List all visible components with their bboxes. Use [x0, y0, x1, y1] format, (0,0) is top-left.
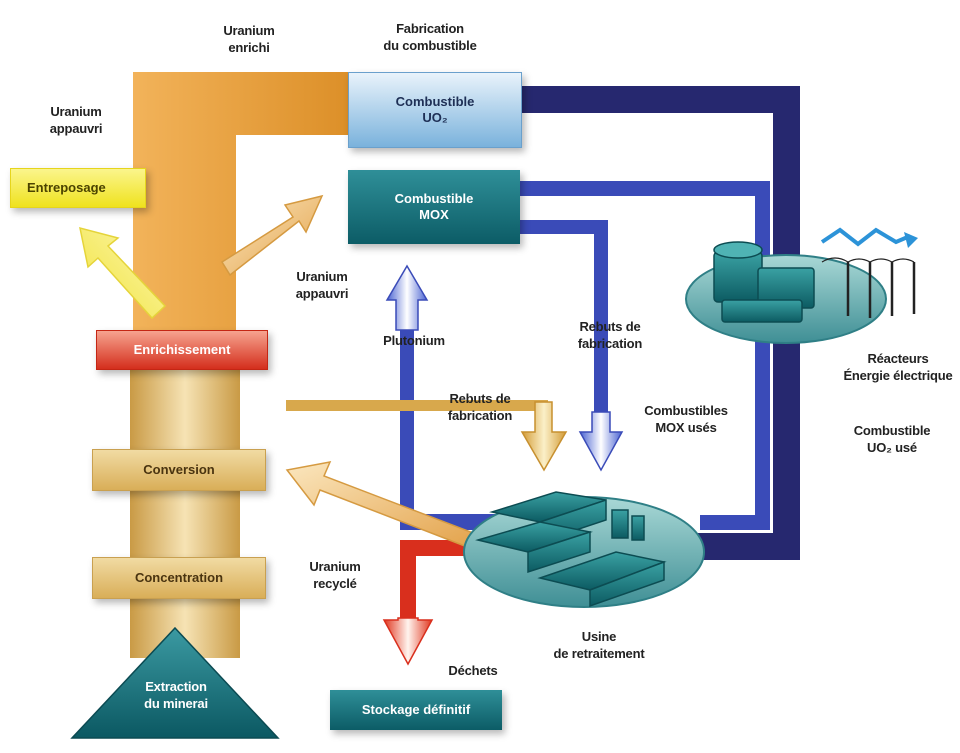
process-shaft	[130, 368, 240, 658]
mine-triangle	[70, 626, 280, 739]
box-stockage-definitif: Stockage définitif	[330, 690, 502, 730]
plutonium-arrow	[385, 264, 429, 331]
label-plutonium: Plutonium	[383, 333, 445, 348]
reactor-building-3	[721, 299, 803, 323]
electricity-icon	[820, 227, 911, 247]
electricity-arrowhead	[904, 232, 918, 248]
label-uranium-enrichi: Uranium enrichi	[223, 23, 275, 55]
label-combustibles-mox-uses: Combustibles MOX usés	[644, 403, 728, 435]
enriched-uranium-flow	[133, 72, 350, 335]
waste-flow	[400, 540, 470, 620]
waste-arrow	[382, 617, 434, 666]
label-rebuts-de-fabrication-center: Rebuts de fabrication	[447, 391, 513, 423]
fabrication-scrap-arrow	[520, 401, 568, 472]
box-combustible-uo2: Combustible UO₂	[348, 72, 522, 148]
box-combustible-mox: Combustible MOX	[348, 170, 520, 244]
label-uranium-recycle: Uranium recyclé	[309, 559, 361, 591]
box-concentration: Concentration	[92, 557, 266, 599]
box-entreposage: Entreposage	[10, 168, 146, 208]
label-combustible-uo2-use: Combustible UO₂ usé	[853, 423, 931, 455]
label-rebuts-de-fabrication-right: Rebuts de fabrication	[577, 319, 643, 351]
reactor-dome	[713, 241, 763, 259]
label-fabrication-du-combustible: Fabrication du combustible	[383, 21, 477, 53]
fabrication-scrap-line	[286, 400, 548, 411]
label-uranium-appauvri-mid: Uranium appauvri	[295, 269, 349, 301]
box-conversion: Conversion	[92, 449, 266, 491]
storage-arrow	[79, 226, 167, 320]
box-enrichissement: Enrichissement	[96, 330, 268, 370]
label-dechets: Déchets	[448, 663, 498, 678]
label-reacteurs-energie: Réacteurs Énergie électrique	[843, 351, 953, 383]
box-extraction-du-minerai: Extraction du minerai	[144, 679, 208, 711]
recycled-uranium-arrow	[285, 461, 477, 549]
reactor-building-1	[713, 251, 763, 303]
plant-buildings	[475, 491, 667, 608]
power-lines	[821, 257, 916, 318]
label-uranium-appauvri-top: Uranium appauvri	[49, 104, 103, 136]
depleted-uranium-arrow	[220, 194, 324, 277]
label-usine-de-retraitement: Usine de retraitement	[553, 629, 645, 661]
mox-scrap-arrow	[578, 411, 624, 472]
